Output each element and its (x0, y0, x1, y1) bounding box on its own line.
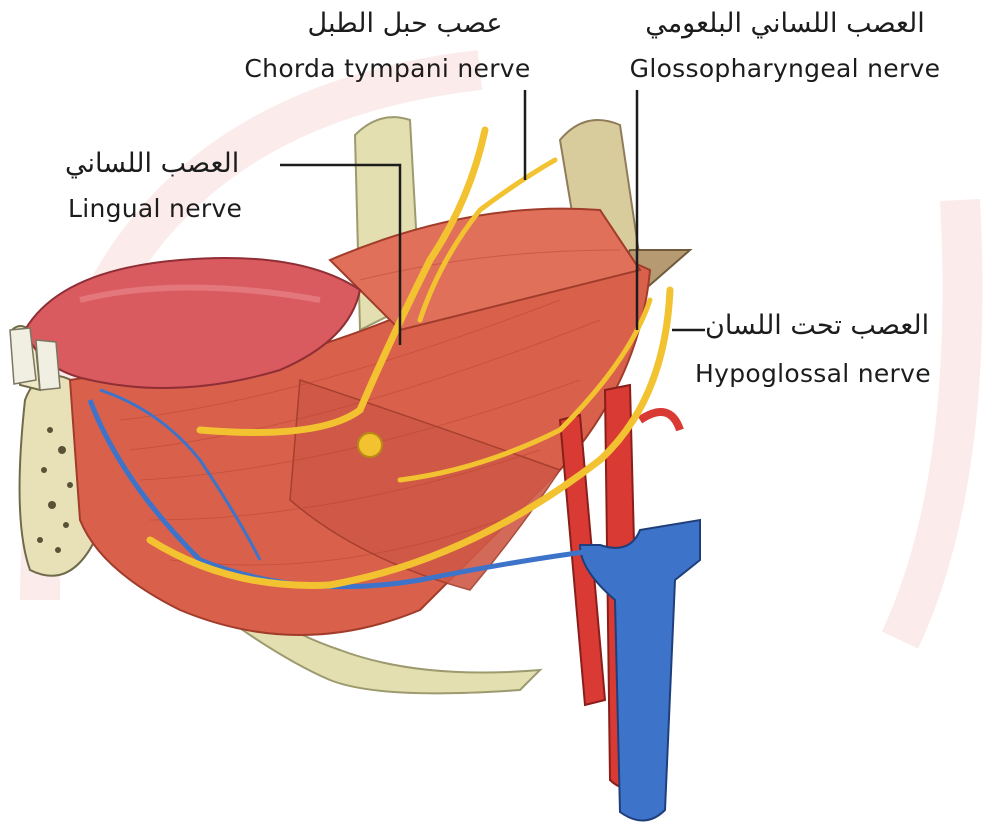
glossopharyngeal-label-en: Glossopharyngeal nerve (595, 55, 975, 84)
glossopharyngeal-label-ar: العصب اللساني البلعومي (600, 8, 970, 39)
lingual-label-ar: العصب اللساني (65, 148, 285, 179)
chorda-tympani-label-ar: عصب حبل الطبل (300, 8, 510, 39)
chorda-tympani-label-en: Chorda tympani nerve (215, 55, 560, 84)
hypoglossal-label-ar: العصب تحت اللسان (705, 310, 975, 341)
lingual-label-en: Lingual nerve (68, 195, 288, 224)
submandibular-ganglion (358, 433, 382, 457)
hypoglossal-label-en: Hypoglossal nerve (695, 360, 985, 389)
